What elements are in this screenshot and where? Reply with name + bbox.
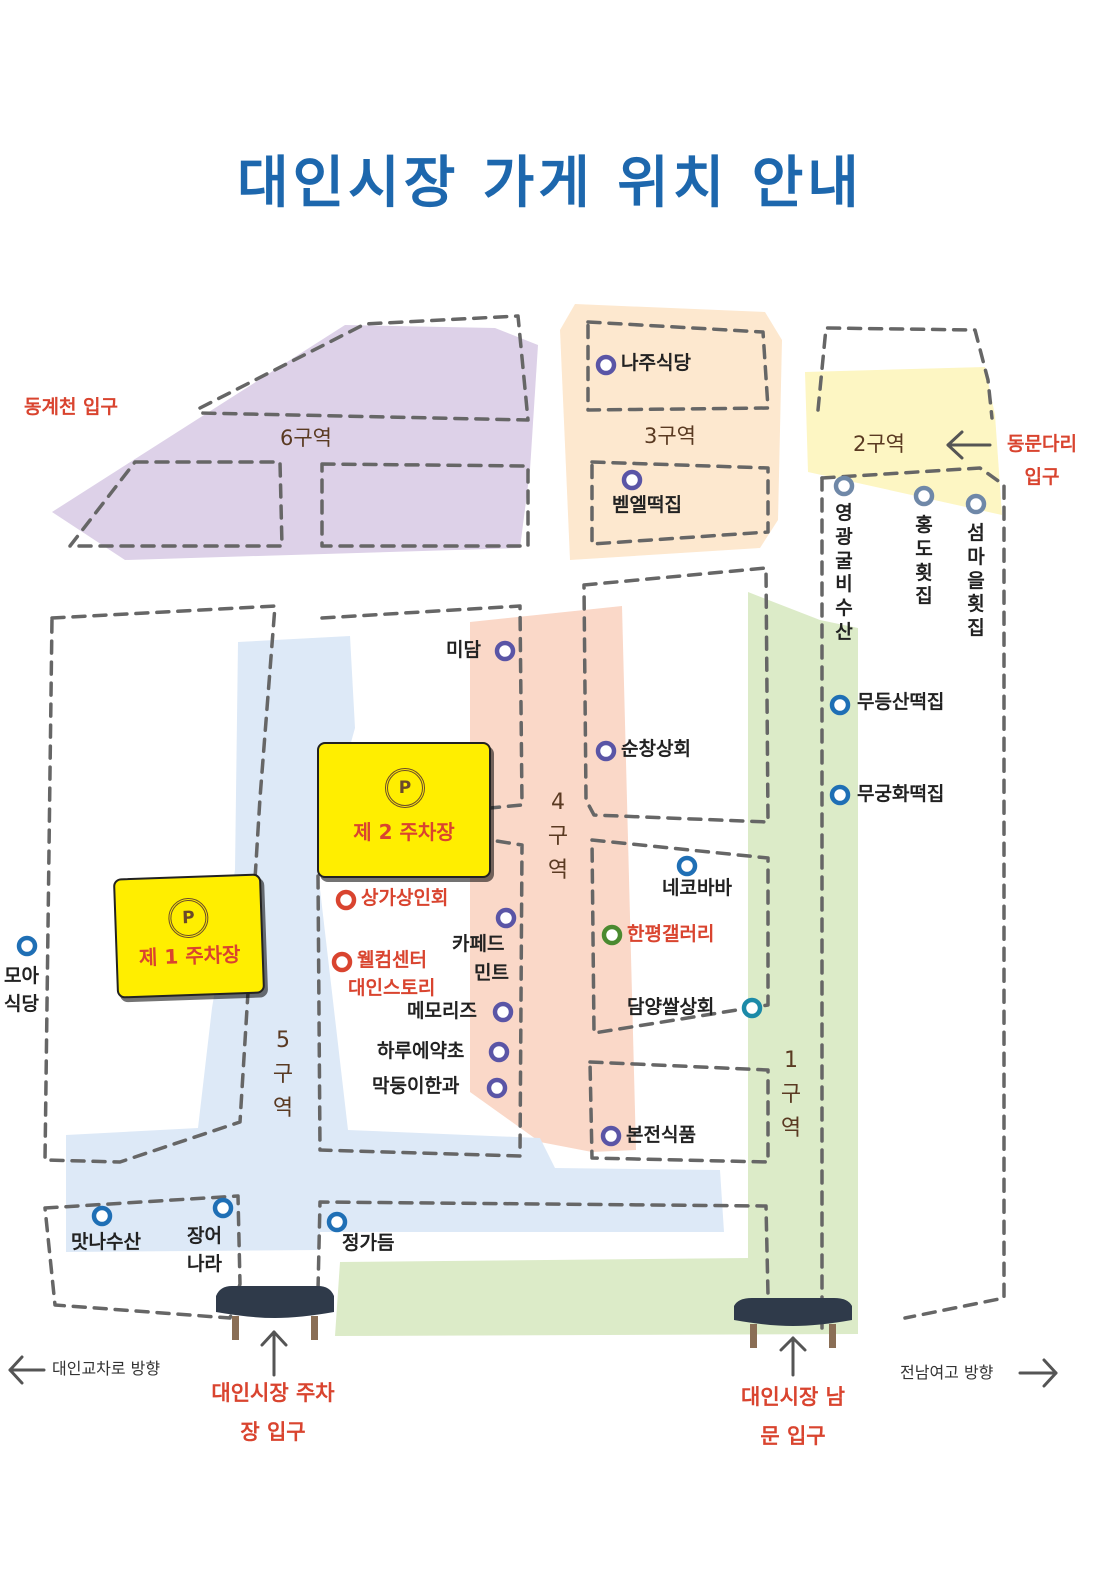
store-yeonggwang: 영광굴비수산 (835, 502, 853, 643)
store-welcome-line1: 웰컴센터 (357, 949, 427, 971)
store-sunchang: 순창상회 (621, 738, 691, 760)
entrance-donggyecheon: 동계천 입구 (24, 396, 119, 418)
arrow-dongmundari-head (946, 430, 964, 460)
store-makdung: 막둥이한과 (372, 1075, 460, 1097)
store-moa-line1: 모아 (4, 965, 39, 987)
marker-icon-nekobaba (676, 855, 698, 877)
store-haru: 하루에약초 (377, 1040, 465, 1062)
parking-lot-2: P 제 2 주차장 (317, 742, 491, 878)
store-bonjeon: 본전식품 (626, 1124, 696, 1146)
store-welcome-line2: 대인스토리 (348, 977, 436, 999)
store-moa-line2: 식당 (4, 993, 39, 1015)
block-6-left (68, 460, 284, 548)
marker-icon-seommaeul (965, 493, 987, 515)
marker-icon-hanpyeong (601, 924, 623, 946)
store-matna: 맛나수산 (71, 1231, 141, 1253)
zone-6-area (52, 325, 538, 560)
direction-right: 전남여고 방향 (900, 1363, 994, 1382)
block-6-top (198, 314, 530, 422)
block-3-bottom (590, 460, 770, 546)
parking-lot-2-label: 제 2 주차장 (353, 820, 455, 844)
zone-5-label: 5구역 (272, 1028, 294, 1122)
marker-icon-memories (492, 1001, 514, 1023)
store-hongdo: 홍도횟집 (915, 514, 933, 608)
block-3-top (586, 320, 770, 412)
store-cafe-line1: 카페드 (452, 933, 505, 955)
marker-icon-mugunghwa (829, 784, 851, 806)
marker-icon-yeonggwang (833, 475, 855, 497)
marker-icon-naju (595, 354, 617, 376)
store-jangeo-line1: 장어 (187, 1225, 222, 1247)
arrow-parking-entrance-head (260, 1330, 288, 1347)
store-damyang: 담양쌀상회 (627, 996, 715, 1018)
marker-icon-cafe (495, 907, 517, 929)
marker-icon-makdung (486, 1077, 508, 1099)
zone-2-label: 2구역 (853, 432, 906, 456)
marker-icon-midam (494, 640, 516, 662)
entrance-dongmundari: 동문다리 입구 (1007, 433, 1077, 489)
marker-icon-moa (16, 935, 38, 957)
store-nekobaba: 네코바바 (662, 877, 732, 899)
block-left-outer (43, 604, 277, 1164)
marker-icon-haru (488, 1041, 510, 1063)
block-near-sunchang (582, 566, 770, 824)
arrow-right-direction-head (1042, 1358, 1058, 1388)
store-sangga: 상가상인회 (361, 887, 449, 909)
zone-5-area (66, 636, 724, 1252)
block-6-right (320, 462, 530, 548)
marker-icon-hongdo (913, 485, 935, 507)
store-bethel: 벧엘떡집 (612, 494, 682, 516)
parking-lot-1-label: 제 1 주차장 (138, 942, 241, 970)
direction-left: 대인교차로 방향 (52, 1359, 161, 1378)
entrance-parking: 대인시장 주차장 입구 (211, 1381, 335, 1444)
block-bottom-mid (316, 1200, 770, 1297)
parking-icon: P (385, 768, 425, 808)
zone-2-area (805, 367, 1002, 515)
marker-icon-damyang (741, 997, 763, 1019)
store-hanpyeong: 한평갤러리 (627, 923, 715, 945)
arrow-left-direction-head (8, 1355, 24, 1385)
marker-icon-jeongga (326, 1211, 348, 1233)
block-center (320, 604, 524, 810)
store-cafe-line2: 민트 (474, 962, 509, 984)
zone-4-label: 4구역 (547, 790, 569, 884)
store-seommaeul: 섬마을횟집 (967, 522, 985, 639)
marker-icon-mudeungsan (829, 694, 851, 716)
marker-icon-sunchang (595, 740, 617, 762)
marker-icon-matna (91, 1205, 113, 1227)
store-jeongga: 정가듬 (342, 1232, 395, 1254)
page-title: 대인시장 가게 위치 안내 (237, 151, 863, 216)
marker-icon-bethel (621, 469, 643, 491)
store-memories: 메모리즈 (407, 1000, 477, 1022)
marker-icon-bonjeon (600, 1125, 622, 1147)
entrance-south-gate: 대인시장 남문 입구 (741, 1385, 845, 1448)
block-2-right (820, 466, 1006, 1320)
zone-6-label: 6구역 (280, 426, 333, 450)
store-midam: 미담 (446, 639, 481, 661)
block-2-top (816, 326, 994, 420)
arrow-south-gate-head (779, 1336, 807, 1352)
store-naju: 나주식당 (621, 352, 691, 374)
gate-icon (734, 1298, 852, 1348)
parking-icon: P (167, 897, 210, 939)
zone-3-label: 3구역 (644, 424, 697, 448)
arrows (8, 430, 1058, 1388)
block-near-nekobaba (590, 838, 770, 1035)
marker-icon-jangeo (212, 1197, 234, 1219)
store-mudeungsan: 무등산떡집 (857, 691, 945, 713)
zone-1-area (335, 592, 858, 1336)
marker-icon-sangga (335, 889, 357, 911)
store-mugunghwa: 무궁화떡집 (857, 783, 945, 805)
marker-icon-welcome (331, 951, 353, 973)
gate-icon (216, 1286, 334, 1340)
store-jangeo-line2: 나라 (187, 1253, 222, 1275)
parking-lot-1: P 제 1 주차장 (112, 873, 266, 999)
block-center-low (316, 838, 524, 1158)
zone-1-label: 1구역 (780, 1048, 802, 1142)
